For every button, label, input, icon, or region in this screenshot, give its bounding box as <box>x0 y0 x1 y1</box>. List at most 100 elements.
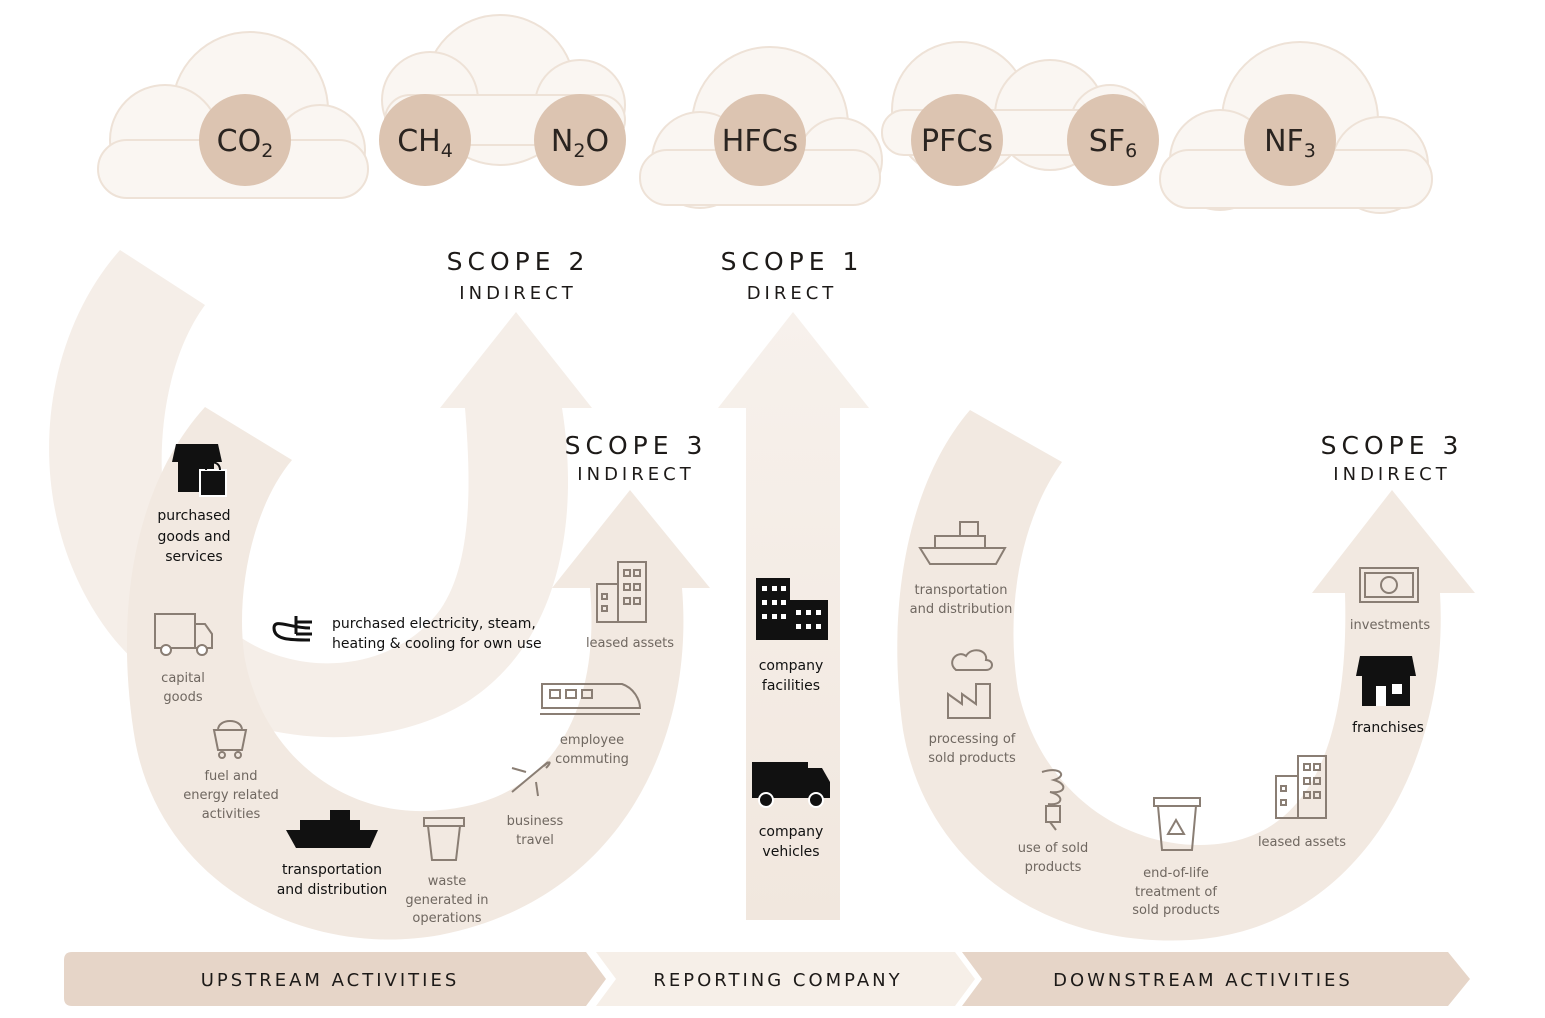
svg-text:and distribution: and distribution <box>910 602 1013 617</box>
scope2-subtitle: INDIRECT <box>459 283 576 304</box>
reporting-company-chevron <box>596 952 975 1006</box>
svg-text:energy related: energy related <box>183 788 278 803</box>
store-bag-icon <box>172 444 227 497</box>
factory-cloud-icon <box>947 649 993 719</box>
recycle-bin-icon <box>1153 797 1201 851</box>
svg-text:company: company <box>759 658 824 674</box>
svg-text:business: business <box>507 814 564 829</box>
svg-text:services: services <box>165 549 222 565</box>
svg-text:travel: travel <box>516 833 554 848</box>
svg-text:use of sold: use of sold <box>1018 841 1088 856</box>
gas-circle-n2o <box>534 94 626 186</box>
gas-label-sf6: SF6 <box>1089 124 1137 162</box>
fuel-energy-label: fuel and energy related activities <box>183 769 278 822</box>
svg-text:products: products <box>1025 860 1082 875</box>
svg-text:franchises: franchises <box>1352 720 1424 736</box>
investments-label: investments <box>1350 618 1430 633</box>
svg-text:leased assets: leased assets <box>586 636 674 651</box>
svg-text:commuting: commuting <box>555 752 629 767</box>
gas-label-nf3: NF3 <box>1264 124 1316 162</box>
scope3-downstream-subtitle: INDIRECT <box>1333 464 1450 485</box>
scope3-downstream-u-arrow <box>897 410 1475 941</box>
ship-icon-light <box>918 521 1007 565</box>
leased-building-icon-downstream <box>1275 755 1327 819</box>
gas-label-ch4: CH4 <box>397 124 453 162</box>
svg-text:facilities: facilities <box>762 678 820 694</box>
light-bulb-icon <box>1041 769 1065 831</box>
company-vehicles-label: company vehicles <box>759 824 824 860</box>
processing-label: processing of sold products <box>928 732 1016 766</box>
scope3-upstream-subtitle: INDIRECT <box>577 464 694 485</box>
end-of-life-label: end-of-life treatment of sold products <box>1132 866 1220 918</box>
use-of-sold-label: use of sold products <box>1018 841 1088 875</box>
gas-circles <box>199 94 1336 186</box>
upstream-activities-chevron <box>64 952 606 1006</box>
train-icon <box>540 683 642 715</box>
gas-label-co2: CO2 <box>217 124 274 162</box>
mine-cart-icon <box>212 720 248 759</box>
upstream-leased-assets-label: leased assets <box>586 636 674 651</box>
gas-label-pfcs: PFCs <box>921 124 993 159</box>
svg-text:employee: employee <box>560 733 624 748</box>
purchased-goods-label: purchased goods and services <box>157 508 230 565</box>
gas-label-hfcs: HFCs <box>722 124 798 159</box>
scope2-title: SCOPE 2 <box>447 247 590 276</box>
business-travel-label: business travel <box>507 814 564 848</box>
scope1-title: SCOPE 1 <box>721 247 864 276</box>
svg-text:goods: goods <box>163 690 202 705</box>
gas-label-n2o: N2O <box>551 124 609 162</box>
waste-label: waste generated in operations <box>405 874 488 926</box>
svg-text:waste: waste <box>428 874 466 889</box>
gas-circle-ch4 <box>379 94 471 186</box>
scope-titles: SCOPE 2 INDIRECT SCOPE 1 DIRECT SCOPE 3 … <box>447 247 1464 485</box>
company-truck-icon <box>752 762 830 808</box>
svg-text:treatment of: treatment of <box>1135 885 1217 900</box>
svg-text:and distribution: and distribution <box>277 882 388 898</box>
scope1-subtitle: DIRECT <box>747 283 838 304</box>
reporting-company-label: REPORTING COMPANY <box>653 970 902 991</box>
scope3-downstream-title: SCOPE 3 <box>1321 431 1464 460</box>
svg-text:operations: operations <box>412 911 481 926</box>
downstream-leased-assets-label: leased assets <box>1258 835 1346 850</box>
upstream-transportation-label: transportation and distribution <box>277 862 388 898</box>
svg-text:capital: capital <box>161 671 205 686</box>
trash-can-icon <box>423 817 465 861</box>
gas-circle-hfcs <box>714 94 806 186</box>
svg-text:end-of-life: end-of-life <box>1143 866 1209 881</box>
svg-text:fuel and: fuel and <box>204 769 257 784</box>
downstream-activities-label: DOWNSTREAM ACTIVITIES <box>1053 970 1353 991</box>
franchise-store-icon <box>1356 656 1416 706</box>
plug-icon <box>272 616 312 642</box>
gas-circle-sf6 <box>1067 94 1159 186</box>
svg-text:transportation: transportation <box>282 862 382 878</box>
svg-text:heating & cooling for own use: heating & cooling for own use <box>332 636 542 652</box>
leased-building-icon-upstream <box>596 561 647 623</box>
company-facilities-label: company facilities <box>759 658 824 694</box>
scope3-upstream-title: SCOPE 3 <box>565 431 708 460</box>
scope3-upstream-u-arrow <box>126 407 710 940</box>
svg-text:investments: investments <box>1350 618 1430 633</box>
svg-text:goods and: goods and <box>158 529 231 545</box>
gas-labels: CO2 CH4 N2O HFCs PFCs SF6 NF3 <box>217 124 1316 162</box>
company-building-windows <box>762 586 821 629</box>
franchises-label: franchises <box>1352 720 1424 736</box>
svg-text:generated in: generated in <box>405 893 488 908</box>
gas-circle-pfcs <box>911 94 1003 186</box>
svg-text:company: company <box>759 824 824 840</box>
capital-goods-label: capital goods <box>161 671 205 705</box>
employee-commuting-label: employee commuting <box>555 733 629 767</box>
money-bill-icon <box>1359 567 1419 603</box>
downstream-transportation-label: transportation and distribution <box>910 583 1013 617</box>
svg-text:sold products: sold products <box>928 751 1016 766</box>
svg-text:sold products: sold products <box>1132 903 1220 918</box>
svg-text:purchased: purchased <box>157 508 230 524</box>
airplane-icon <box>511 761 551 797</box>
gas-circle-co2 <box>199 94 291 186</box>
svg-text:leased assets: leased assets <box>1258 835 1346 850</box>
upstream-activities-label: UPSTREAM ACTIVITIES <box>201 970 460 991</box>
downstream-activities-chevron <box>962 952 1470 1006</box>
svg-text:vehicles: vehicles <box>762 844 819 860</box>
svg-text:processing of: processing of <box>929 732 1016 747</box>
